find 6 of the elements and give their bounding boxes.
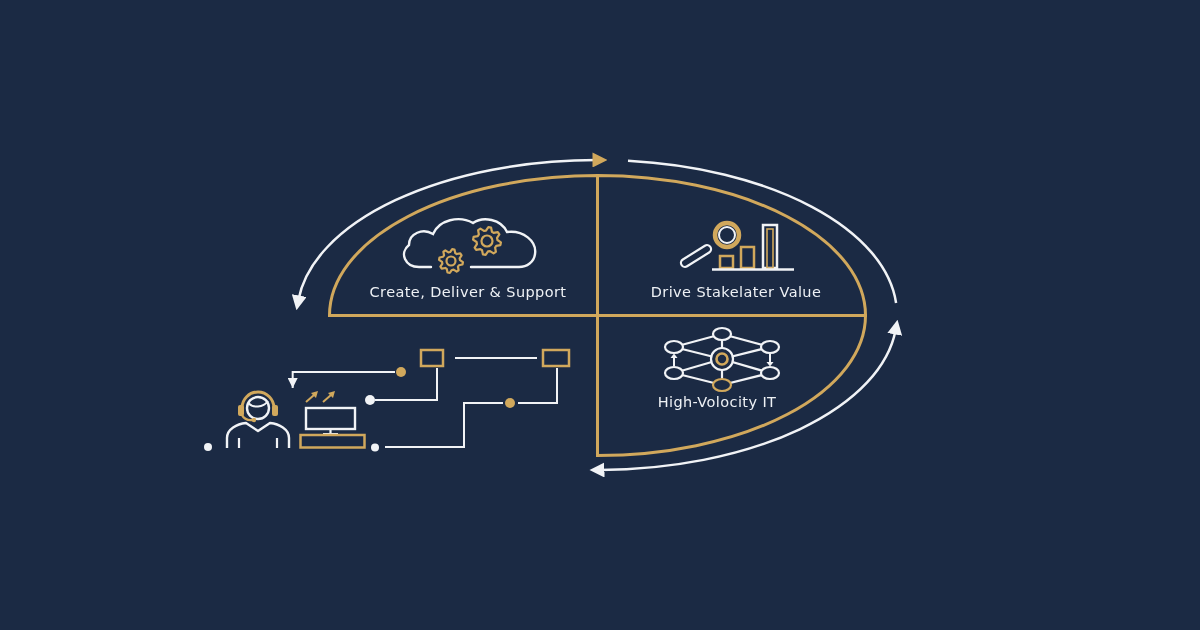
- arrow: [287, 371, 396, 389]
- segment-label: Drive Stakelater Value: [650, 282, 822, 301]
- quadrant-segment: [595, 313, 867, 457]
- segment-label: High-Volocity IT: [657, 392, 777, 411]
- quadrant-segment: [327, 173, 599, 317]
- segment-label: Create, Deliver & Support: [369, 282, 567, 301]
